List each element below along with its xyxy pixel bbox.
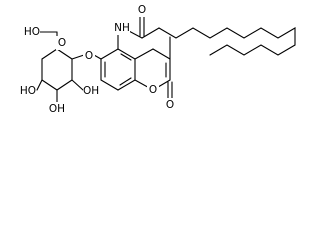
amide-chain [117,14,296,56]
chemical-structure-diagram: NH O O O HO HO OH OH O O [19,4,296,115]
sugar-ring-oxygen-label: O [58,37,66,49]
coumarin-benzene-ring [100,48,136,91]
c4-hydroxyl-label: HO [20,85,36,97]
c3-hydroxyl-label: OH [49,103,65,115]
lactone-oxygen-label: O [149,84,157,96]
glycosidic-oxygen-label: O [85,50,93,62]
structure-canvas: NH O O O HO HO OH OH O O [19,4,296,115]
nh-label: NH [114,22,130,34]
carbonyl-oxygen-label: O [166,99,174,111]
amide-oxygen-label: O [138,4,146,16]
hydroxymethyl-ho-label: HO [24,26,40,38]
c2-hydroxyl-label: OH [83,85,99,97]
glycosidic-linkage [71,54,102,60]
sugar-ring [36,31,84,105]
